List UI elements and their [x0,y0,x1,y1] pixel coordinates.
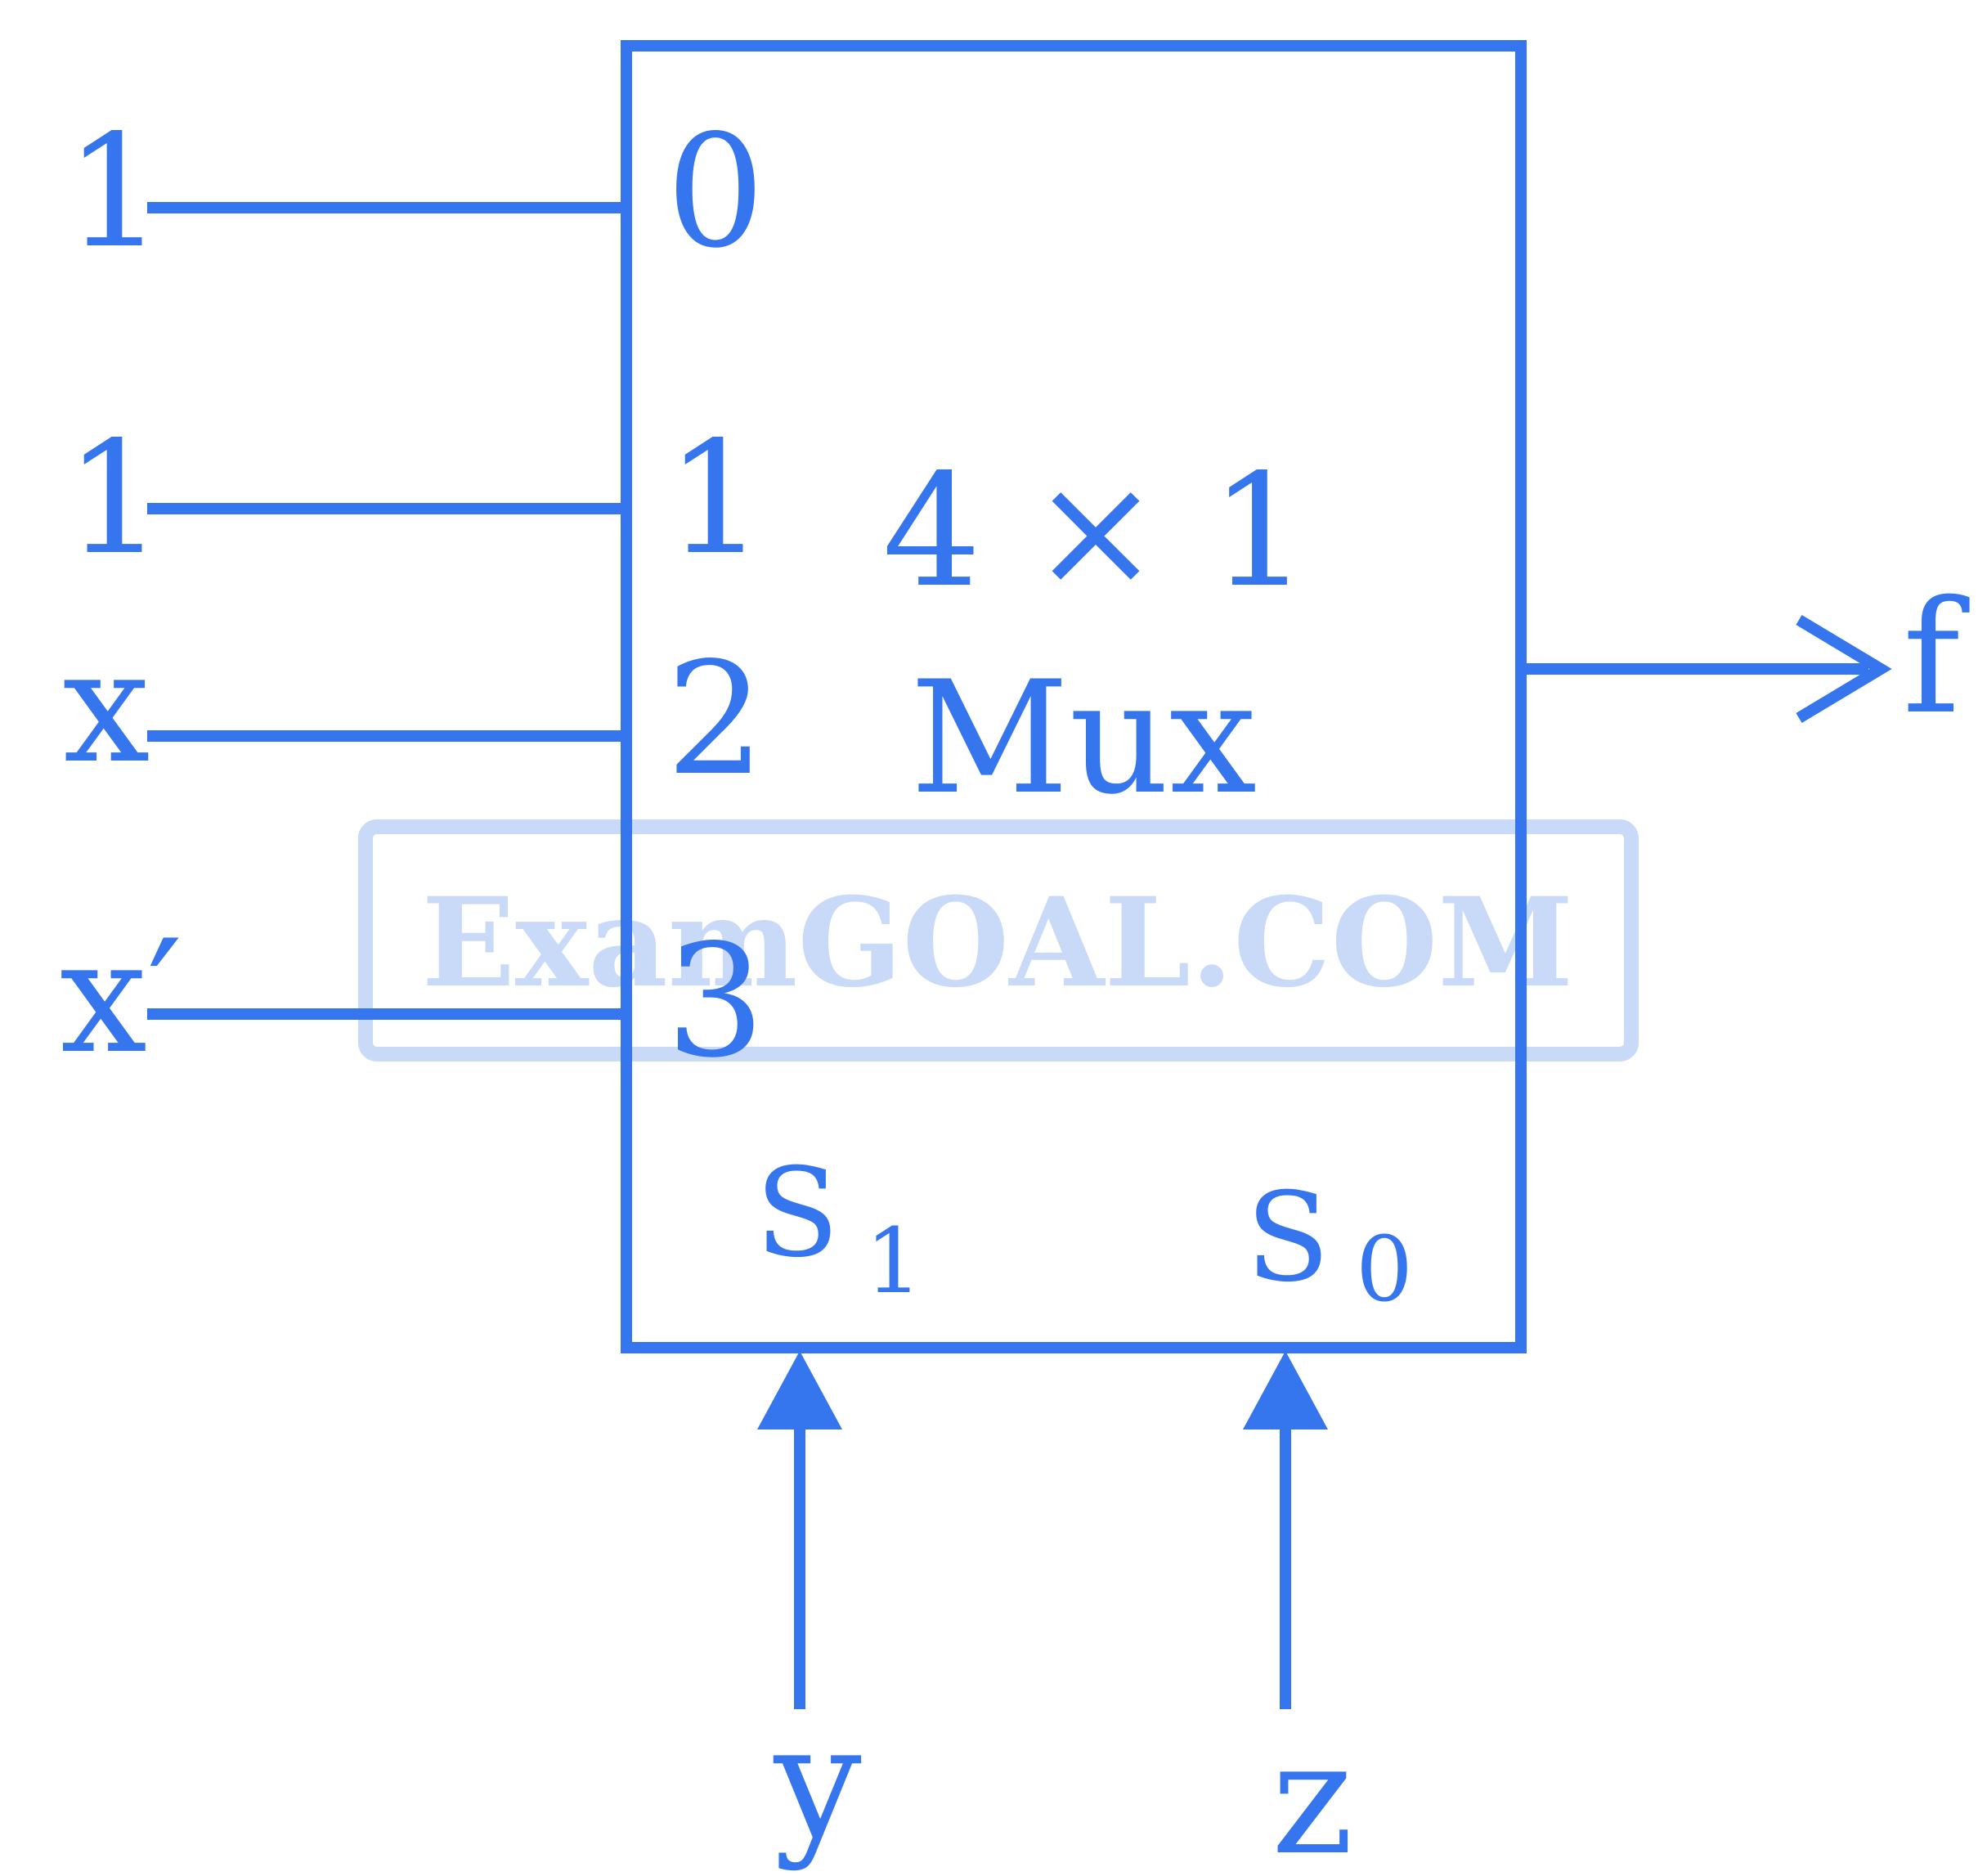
mux-box [621,40,1527,1353]
input-label-1: 1 [65,408,164,589]
pin-label-3: 3 [666,911,765,1092]
pin-label-2: 2 [666,629,765,810]
watermark-text: ExamGOAL.COM [422,871,1574,1015]
select-pin-s0-letter: S [1246,1167,1330,1309]
select-pin-s1-letter: S [756,1142,840,1285]
watermark-frame [358,819,1639,1061]
mux-size-label: 4 × 1 [882,441,1309,622]
input-label-2: x [62,617,150,797]
pin-label-0: 0 [666,101,765,282]
select-arrow-head-y [757,1351,842,1429]
pin-label-1: 1 [666,408,765,589]
input-label-3: x′ [60,907,182,1088]
select-signal-z: z [1272,1708,1353,1876]
output-arrow-head [1796,614,1892,724]
input-label-0: 1 [65,101,164,282]
select-pin-s1-sub: 1 [865,1209,922,1313]
select-arrow-head-z [1243,1351,1328,1429]
select-signal-y: y [773,1692,861,1873]
select-pin-s0-sub: 0 [1356,1217,1413,1322]
output-label: f [1903,568,1970,748]
watermark: ExamGOAL.COM [358,819,1639,1061]
mux-name-label: Mux [910,648,1257,828]
